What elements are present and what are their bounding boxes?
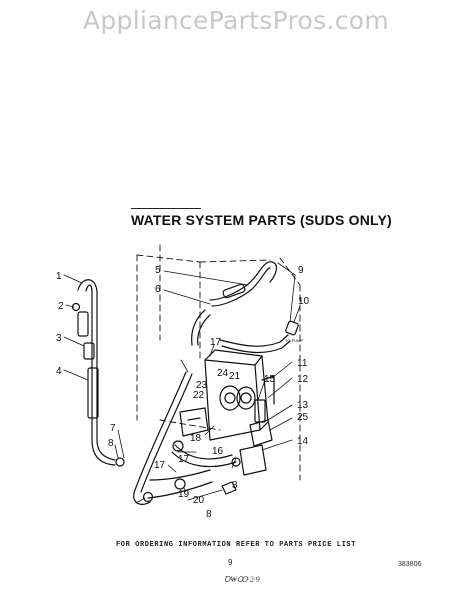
callout-23: 23 (196, 380, 208, 391)
callout-3b: 3 (232, 480, 238, 491)
callout-5: 5 (155, 265, 161, 276)
watermark: AppliancePartsPros.com (82, 6, 390, 35)
callout-14: 14 (297, 436, 309, 447)
callout-24: 24 (217, 368, 229, 379)
callout-18: 18 (190, 433, 202, 444)
callout-13: 13 (297, 400, 309, 411)
title-rule (131, 208, 201, 209)
document-number: 383806 (398, 561, 422, 568)
callout-labels: 1 2 3 4 5 6 7 8 9 10 11 12 13 14 15 16 1… (56, 265, 310, 520)
callout-9: 9 (298, 265, 304, 276)
callout-3: 3 (56, 333, 62, 344)
callout-2: 2 (58, 301, 64, 312)
callout-4: 4 (56, 366, 62, 377)
callout-6: 6 (155, 284, 161, 295)
callout-17: 17 (210, 337, 222, 348)
callout-10: 10 (298, 296, 310, 307)
hose-1 (77, 279, 116, 461)
callout-7: 7 (110, 423, 116, 434)
callout-1: 1 (56, 271, 62, 282)
callout-8b: 8 (206, 509, 212, 520)
ordering-note: FOR ORDERING INFORMATION REFER TO PARTS … (115, 541, 357, 549)
callout-16: 16 (212, 446, 224, 457)
callout-12: 12 (297, 374, 309, 385)
to-pump-label: TO PUMP (285, 338, 303, 343)
callout-11: 11 (297, 358, 308, 369)
page-number: 9 (228, 558, 233, 567)
callout-22: 22 (193, 390, 205, 401)
dashed-frame (136, 244, 301, 481)
callout-15: 15 (264, 374, 276, 385)
callout-25: 25 (297, 412, 309, 423)
callout-20: 20 (193, 495, 205, 506)
callout-8: 8 (108, 438, 114, 449)
callout-17c: 17 (178, 454, 190, 465)
callout-17b: 17 (154, 460, 166, 471)
callout-19: 19 (178, 489, 190, 500)
bottom-mark: Ꝺ₩Ꝏ·2·9 (224, 575, 260, 584)
hose-1-inner (85, 284, 116, 466)
page-title: WATER SYSTEM PARTS (SUDS ONLY) (131, 212, 392, 228)
callout-21: 21 (229, 371, 241, 382)
